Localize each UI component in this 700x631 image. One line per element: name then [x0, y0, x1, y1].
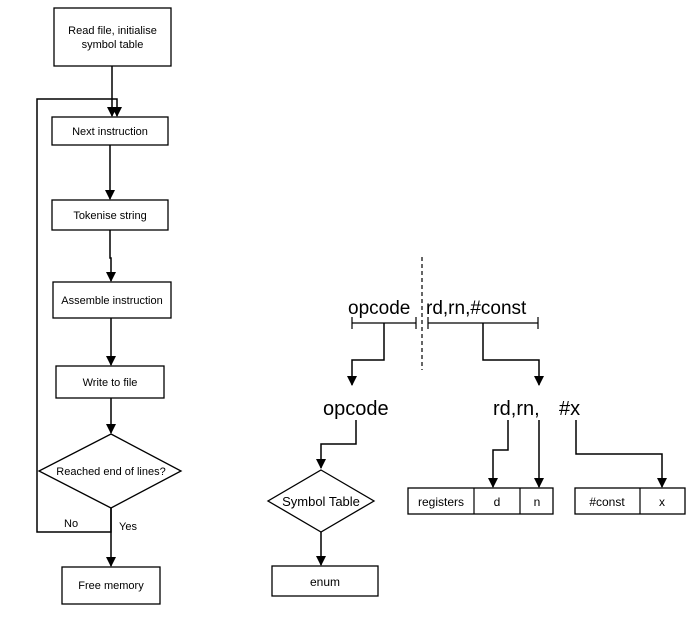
free-memory-node: Free memory — [61, 566, 161, 605]
registers-cell-n: n — [534, 495, 541, 509]
enum-node: enum — [271, 565, 379, 597]
opcode-label: opcode — [323, 398, 389, 420]
operands-header: rd,rn,#const — [426, 298, 527, 319]
registers-table: registers d n — [407, 487, 554, 515]
write-label: Write to file — [83, 377, 138, 389]
arrow-rd-to-d — [488, 420, 509, 488]
const-cell-label: #const — [589, 495, 625, 509]
registers-cell-d: d — [494, 495, 501, 509]
decision-node: Reached end of lines? — [37, 433, 183, 509]
no-label: No — [64, 518, 78, 530]
decision-label: Reached end of lines? — [56, 466, 165, 478]
opcode-header: opcode — [348, 298, 410, 319]
enum-label: enum — [310, 575, 340, 589]
const-table: #const x — [574, 487, 686, 515]
tokenise-node: Tokenise string — [51, 199, 169, 231]
assemble-label: Assemble instruction — [61, 295, 163, 307]
symbol-table-node: Symbol Table — [266, 469, 376, 533]
registers-cell-label: registers — [418, 495, 464, 509]
next-instruction-label: Next instruction — [72, 126, 148, 138]
write-node: Write to file — [55, 365, 165, 399]
registers-label: rd,rn, — [493, 398, 540, 420]
read-file-node: Read file, initialise symbol table — [53, 7, 172, 67]
parse-diagram: opcode rd,rn,#const opcode rd,rn, #x Sym… — [266, 257, 686, 597]
assemble-node: Assemble instruction — [52, 281, 172, 319]
arrow-to-opcode — [347, 323, 385, 386]
const-cell-x: x — [659, 495, 665, 509]
arrow-tokenise-to-assemble — [106, 230, 116, 282]
arrow-x-to-const — [575, 420, 667, 488]
arrow-to-operands — [482, 323, 544, 386]
tokenise-label: Tokenise string — [73, 210, 146, 222]
flowchart: Read file, initialise symbol table Next … — [36, 7, 183, 605]
read-file-line-1: Read file, initialise — [68, 25, 157, 37]
symbol-table-label: Symbol Table — [282, 494, 360, 509]
free-memory-label: Free memory — [78, 580, 144, 592]
const-label: #x — [559, 398, 580, 420]
arrow-opcode-to-symbol-table — [316, 420, 357, 469]
yes-label: Yes — [119, 521, 137, 533]
read-file-line-2: symbol table — [82, 39, 144, 51]
next-instruction-node: Next instruction — [51, 116, 169, 146]
